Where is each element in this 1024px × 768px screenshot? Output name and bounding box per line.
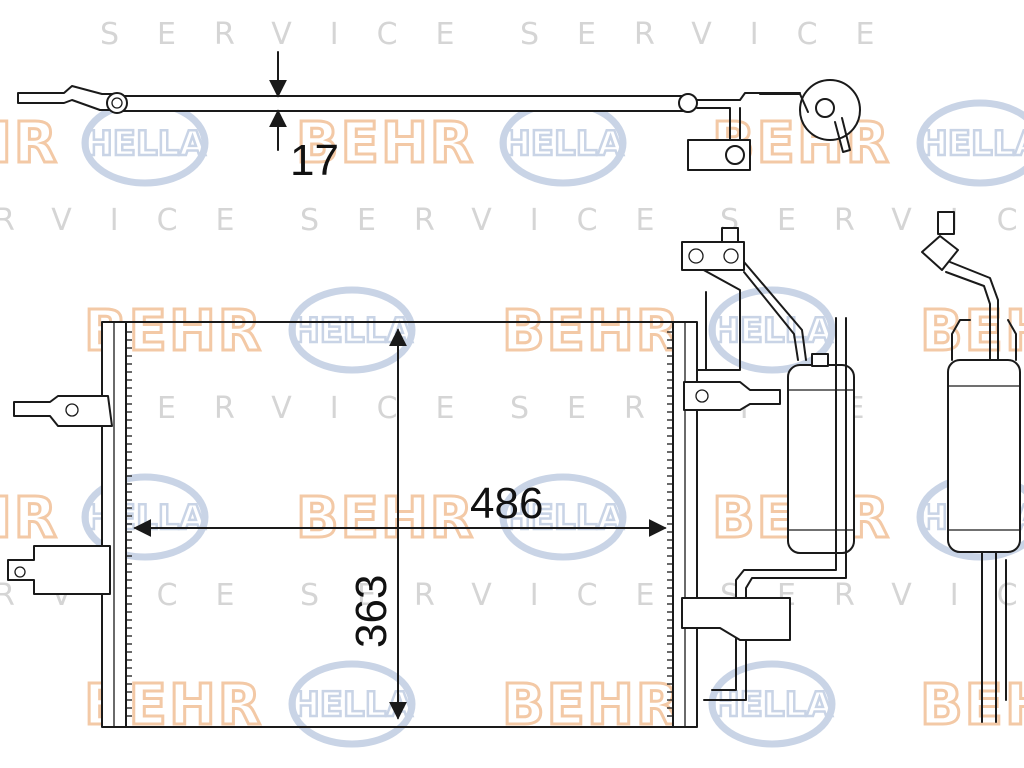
watermark-service: SERVICE bbox=[520, 17, 912, 52]
watermark-service: SERVICE bbox=[720, 203, 1024, 238]
left-upper-bracket bbox=[13, 395, 113, 427]
watermark-behr: BEHR bbox=[920, 673, 1024, 738]
watermark-hella: HELLA bbox=[288, 286, 416, 374]
watermark-service: SERVICE bbox=[0, 203, 272, 238]
receiver-drier bbox=[787, 364, 855, 554]
top-view-core-bar bbox=[119, 95, 686, 112]
watermark-behr: BEHR bbox=[0, 111, 59, 176]
watermark-behr: BEHR bbox=[920, 299, 1024, 364]
top-view-right-fitting bbox=[678, 93, 698, 113]
watermark-hella: HELLA bbox=[916, 99, 1024, 187]
svg-text:HELLA: HELLA bbox=[711, 311, 833, 351]
watermark-behr: BEHR bbox=[296, 111, 475, 176]
watermark-service: SERVICE bbox=[300, 203, 692, 238]
watermark-hella: HELLA bbox=[288, 660, 416, 748]
watermark-behr: BEHR bbox=[502, 299, 681, 364]
svg-text:HELLA: HELLA bbox=[502, 124, 624, 164]
svg-text:HELLA: HELLA bbox=[291, 311, 413, 351]
left-lower-bracket bbox=[7, 545, 111, 595]
svg-text:HELLA: HELLA bbox=[84, 124, 206, 164]
top-view: 17 bbox=[17, 51, 861, 185]
watermark-behr: BEHR bbox=[502, 673, 681, 738]
side-view bbox=[921, 211, 1021, 723]
top-view-left-bracket bbox=[17, 85, 113, 111]
watermark-layer: SERVICE SERVICE SERVICE SERVICE SERVICE … bbox=[0, 17, 1024, 748]
thickness-dimension-label: 17 bbox=[290, 136, 339, 185]
watermark-service: SERVICE bbox=[300, 578, 692, 613]
width-dimension-label: 486 bbox=[470, 479, 543, 528]
front-view-connector-block bbox=[681, 241, 745, 271]
svg-text:HELLA: HELLA bbox=[502, 498, 624, 538]
watermark-hella: HELLA bbox=[708, 286, 836, 374]
watermark-service: SERVICE bbox=[100, 17, 492, 52]
height-dimension-label: 363 bbox=[347, 575, 396, 648]
watermark-hella: HELLA bbox=[708, 660, 836, 748]
core-fin-ticks bbox=[126, 331, 673, 717]
svg-text:HELLA: HELLA bbox=[291, 685, 413, 725]
watermark-hella: HELLA bbox=[499, 473, 627, 561]
right-upper-bracket bbox=[683, 381, 781, 411]
watermark-service: SERVICE bbox=[100, 391, 492, 426]
svg-text:HELLA: HELLA bbox=[919, 124, 1024, 164]
watermark-hella: HELLA bbox=[81, 99, 209, 187]
front-view: 486 363 bbox=[7, 227, 855, 728]
side-view-drier bbox=[947, 359, 1021, 553]
watermark-behr: BEHR bbox=[0, 486, 59, 551]
watermark-hella: HELLA bbox=[499, 99, 627, 187]
side-view-connector bbox=[921, 235, 959, 271]
top-view-valve bbox=[725, 145, 745, 165]
top-view-left-fitting bbox=[106, 92, 128, 114]
right-lower-bracket bbox=[681, 597, 791, 641]
watermark-behr: BEHR bbox=[296, 486, 475, 551]
